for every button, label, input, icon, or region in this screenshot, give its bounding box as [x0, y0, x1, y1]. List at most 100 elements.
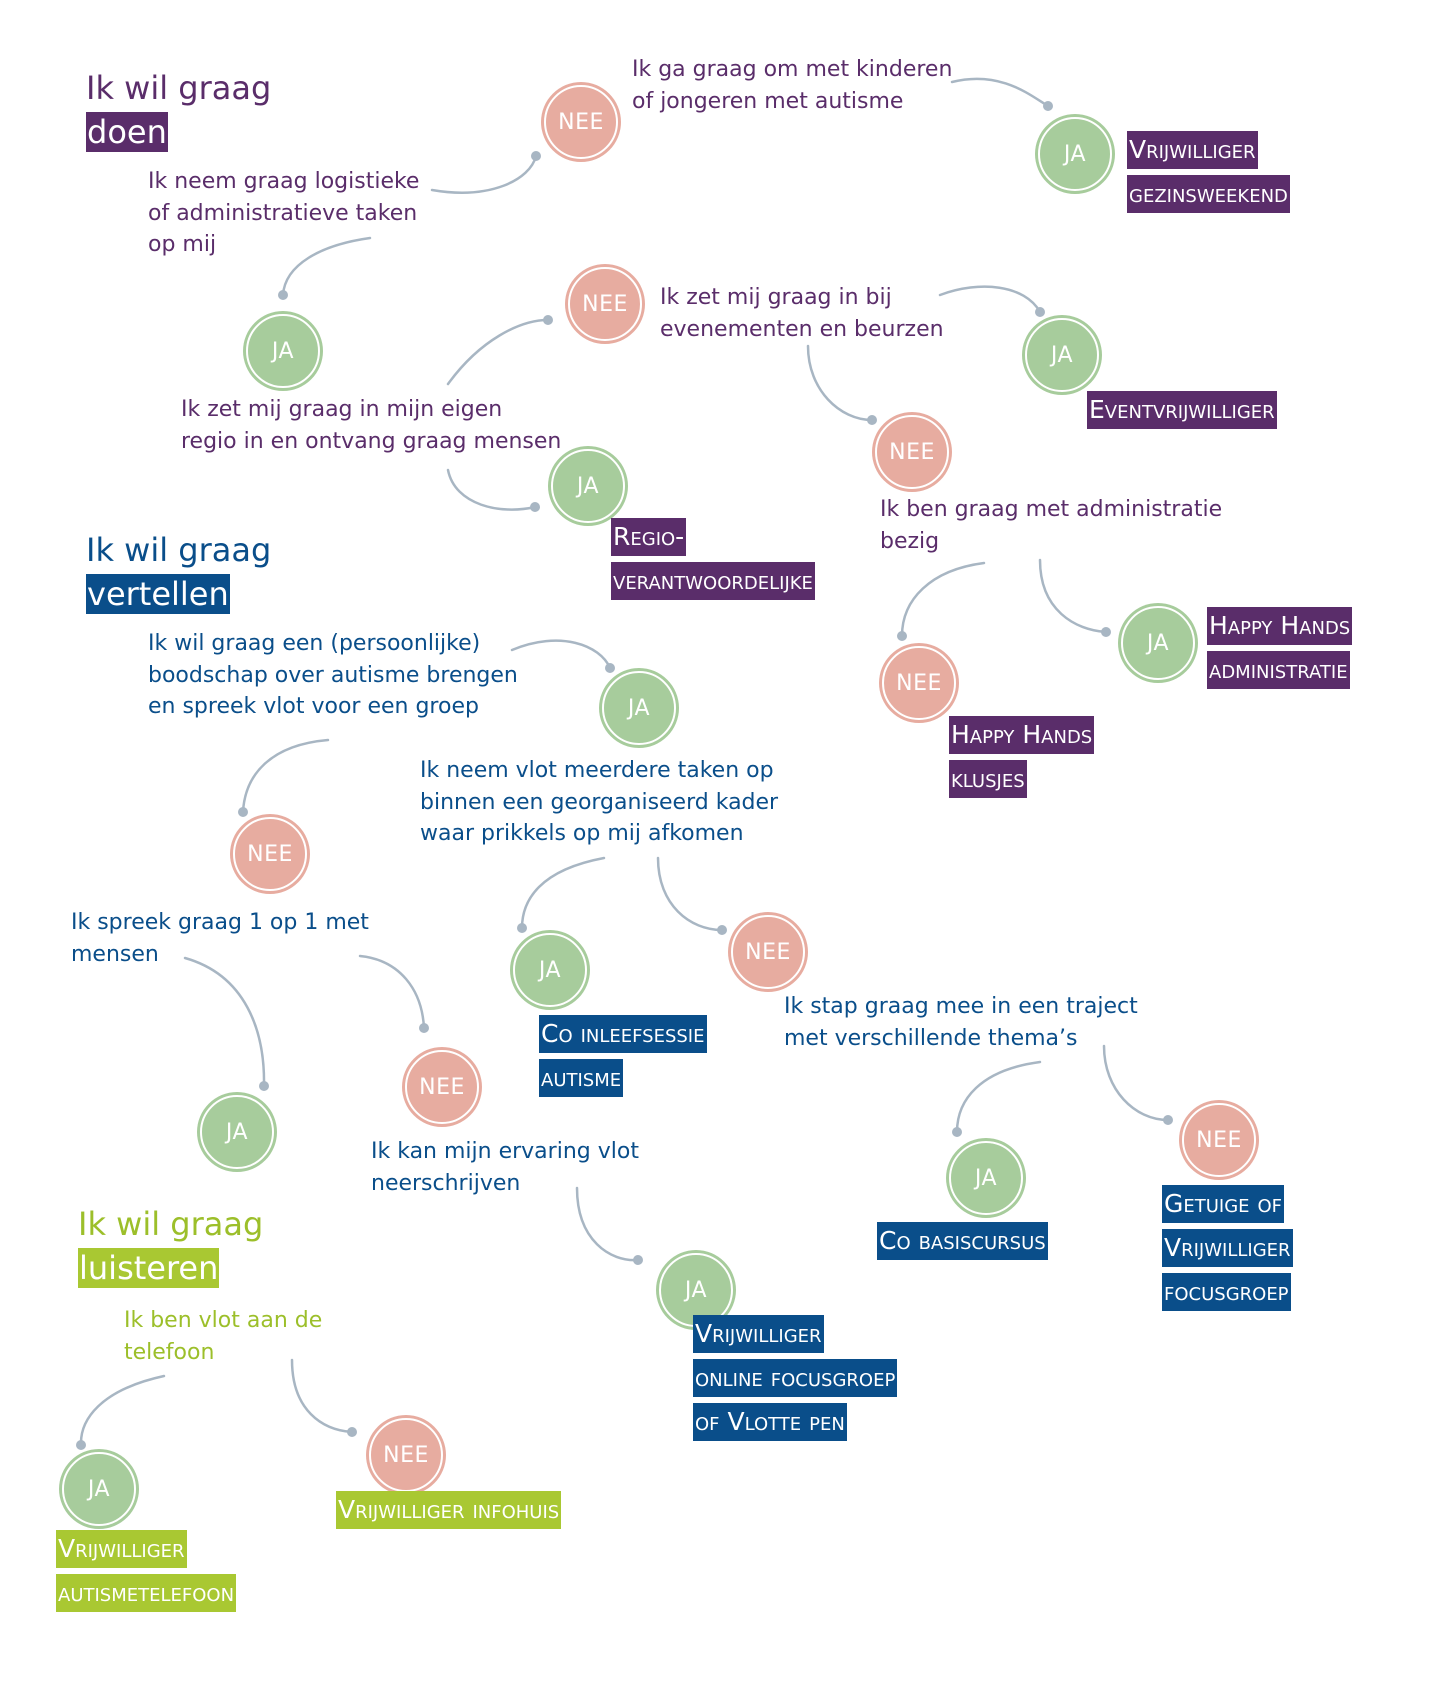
connector-q9-nee — [1102, 1044, 1170, 1122]
answer-ja-node: JA — [599, 668, 679, 748]
section-vertellen-line1: Ik wil graag — [86, 531, 272, 569]
result-line: Vrijwilliger — [56, 1530, 187, 1568]
question-administratie: Ik ben graag met administratie bezig — [880, 497, 1223, 554]
result-line: Co inleefsessie — [539, 1015, 707, 1053]
connector-q8-nee — [358, 954, 426, 1030]
connector-q3-nee — [446, 318, 550, 386]
result-line: Vrijwilliger — [1127, 131, 1258, 169]
answer-nee-node: NEE — [1179, 1100, 1259, 1180]
result-line: Getuige of — [1162, 1185, 1285, 1223]
connector-dot — [867, 415, 877, 425]
result-line: administratie — [1207, 651, 1350, 689]
connector-q2-ja — [950, 77, 1050, 108]
question-traject: Ik stap graag mee in een traject met ver… — [784, 994, 1138, 1051]
connector-q6-ja — [510, 639, 612, 670]
question-1-op-1: Ik spreek graag 1 op 1 met mensen — [71, 910, 369, 967]
result-line: Vrijwilliger — [1162, 1229, 1293, 1267]
question-eigen-regio: Ik zet mij graag in mijn eigen regio in … — [181, 397, 562, 454]
section-luisteren: Ik wil graag luisteren — [78, 1202, 263, 1290]
result-line: Co basiscursus — [877, 1222, 1048, 1260]
connector-q1-nee — [430, 154, 538, 194]
result-line: Vrijwilliger — [693, 1315, 824, 1353]
result-line: gezinsweekend — [1127, 175, 1290, 213]
answer-ja-node: JA — [197, 1092, 277, 1172]
answer-nee-node: NEE — [402, 1047, 482, 1127]
question-boodschap: Ik wil graag een (persoonlijke) boodscha… — [148, 631, 518, 719]
section-luisteren-line1: Ik wil graag — [78, 1205, 264, 1243]
section-doen-label: doen — [86, 112, 168, 152]
connector-q6-nee — [241, 738, 330, 814]
section-doen-line1: Ik wil graag — [86, 69, 272, 107]
connector-q4-ja — [938, 285, 1042, 314]
result-line: Eventvrijwilliger — [1087, 391, 1277, 429]
result-co-inleefsessie-autisme: Co inleefsessie autisme — [539, 1015, 707, 1103]
answer-nee-node: NEE — [366, 1415, 446, 1495]
connector-dot — [419, 1023, 429, 1033]
question-ervaring-schrijven: Ik kan mijn ervaring vlot neerschrijven — [371, 1139, 639, 1196]
connector-dot — [897, 631, 907, 641]
result-line: Regio- — [611, 518, 687, 556]
connector-q3-ja — [446, 468, 537, 511]
connector-q8-ja — [183, 956, 266, 1088]
connector-dot — [530, 502, 540, 512]
connector-dot — [1101, 627, 1111, 637]
connector-dot — [238, 807, 248, 817]
connector-dot — [952, 1127, 962, 1137]
connector-dot — [1035, 307, 1045, 317]
question-evenementen: Ik zet mij graag in bij evenementen en b… — [660, 285, 944, 342]
result-line: klusjes — [949, 760, 1027, 798]
result-line: Happy Hands — [949, 716, 1095, 754]
connector-dot — [259, 1081, 269, 1091]
result-line: Vrijwilliger infohuis — [336, 1491, 562, 1529]
question-telefoon: Ik ben vlot aan de telefoon — [124, 1308, 323, 1365]
result-vrijwilliger-autismetelefoon: Vrijwilliger autismetelefoon — [56, 1530, 237, 1618]
connector-dot — [1163, 1115, 1173, 1125]
connector-q9-ja — [955, 1060, 1042, 1134]
connector-q7-nee — [656, 856, 724, 932]
answer-nee-node: NEE — [565, 264, 645, 344]
answer-ja-node: JA — [59, 1449, 139, 1529]
result-line: autismetelefoon — [56, 1574, 237, 1612]
question-meerdere-taken: Ik neem vlot meerdere taken op binnen ee… — [420, 758, 779, 846]
result-line: Happy Hands — [1207, 607, 1353, 645]
result-line: autisme — [539, 1059, 624, 1097]
result-vrijwilliger-infohuis: Vrijwilliger infohuis — [336, 1491, 562, 1535]
connector-dot — [278, 290, 288, 300]
section-luisteren-label: luisteren — [78, 1248, 220, 1288]
answer-ja-node: JA — [510, 930, 590, 1010]
answer-nee-node: NEE — [728, 912, 808, 992]
answer-ja-node: JA — [1022, 315, 1102, 395]
result-vrijwilliger-gezinsweekend: Vrijwilliger gezinsweekend — [1127, 131, 1290, 219]
question-logistieke-taken: Ik neem graag logistieke of administrati… — [148, 169, 420, 257]
section-vertellen-label: vertellen — [86, 574, 230, 614]
connector-q11-nee — [290, 1358, 354, 1434]
answer-ja-node: JA — [1118, 603, 1198, 683]
result-regioverantwoordelijke: Regio- verantwoordelijke — [611, 518, 815, 606]
result-eventvrijwilliger: Eventvrijwilliger — [1087, 391, 1277, 435]
result-vrijwilliger-online-focusgroep: Vrijwilliger online focusgroep of Vlotte… — [693, 1315, 898, 1447]
result-getuige-vrijwilliger-focusgroep: Getuige of Vrijwilliger focusgroep — [1162, 1185, 1293, 1317]
result-line: online focusgroep — [693, 1359, 898, 1397]
result-co-basiscursus: Co basiscursus — [877, 1222, 1048, 1266]
answer-ja-node: JA — [243, 311, 323, 391]
connector-dot — [633, 1255, 643, 1265]
section-vertellen: Ik wil graag vertellen — [86, 528, 271, 616]
answer-ja-node: JA — [1035, 114, 1115, 194]
connector-dot — [517, 923, 527, 933]
answer-nee-node: NEE — [541, 82, 621, 162]
result-line: of Vlotte pen — [693, 1403, 847, 1441]
connector-dot — [1043, 101, 1053, 111]
result-line: focusgroep — [1162, 1273, 1291, 1311]
connector-q4-nee — [806, 344, 874, 422]
result-happy-hands-klusjes: Happy Hands klusjes — [949, 716, 1095, 804]
connector-dot — [543, 315, 553, 325]
answer-ja-node: JA — [946, 1138, 1026, 1218]
connector-dot — [531, 151, 541, 161]
connector-q5-nee — [900, 561, 986, 638]
connector-q5-ja — [1038, 558, 1108, 634]
result-line: verantwoordelijke — [611, 562, 815, 600]
answer-nee-node: NEE — [879, 643, 959, 723]
section-doen: Ik wil graag doen — [86, 66, 271, 154]
connector-dot — [347, 1427, 357, 1437]
answer-ja-node: JA — [548, 446, 628, 526]
